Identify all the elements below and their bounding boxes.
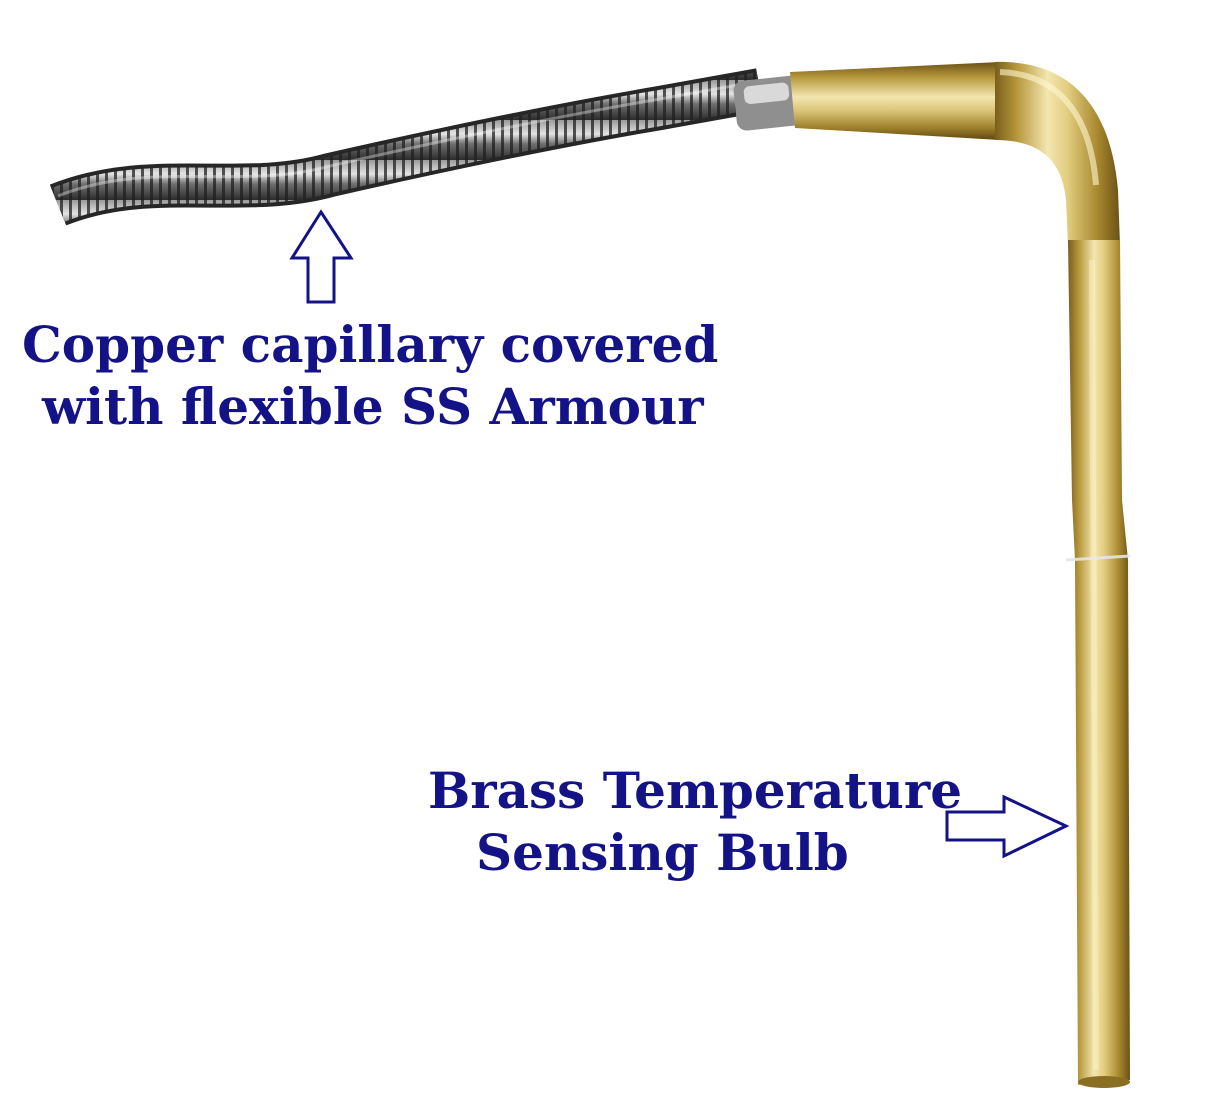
brass-tube-horizontal — [790, 62, 1000, 140]
brass-sensing-bulb — [1065, 240, 1131, 1088]
capillary-label-line2: with flexible SS Armour — [42, 377, 704, 436]
steel-armour — [49, 68, 764, 226]
solder-joint — [733, 75, 807, 131]
bulb-label-line2: Sensing Bulb — [476, 823, 849, 882]
capillary-label-line1: Copper capillary covered — [22, 315, 719, 374]
capillary-callout-label: Copper capillary covered with flexible S… — [22, 314, 718, 438]
brass-tube-bend — [995, 61, 1120, 245]
arrow-up-outline-icon — [289, 209, 354, 304]
bulb-callout-label: Brass Temperature Sensing Bulb — [428, 760, 962, 884]
arrow-right-outline-icon — [945, 794, 1070, 859]
bulb-label-line1: Brass Temperature — [428, 761, 963, 820]
